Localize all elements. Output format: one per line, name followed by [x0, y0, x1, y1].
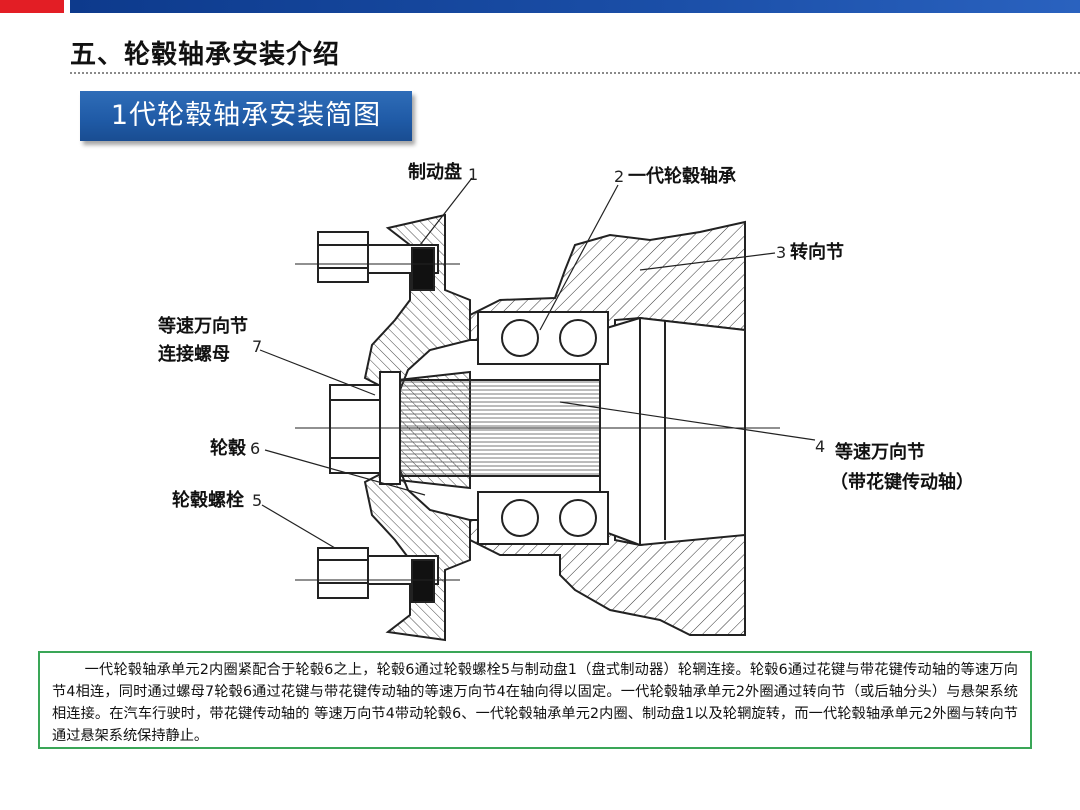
bearing-ball	[501, 319, 539, 357]
top-red-block	[0, 0, 64, 13]
center-nut	[329, 384, 381, 474]
bearing-ball	[559, 319, 597, 357]
cv-joint-housing	[599, 316, 746, 547]
label-bearing: 一代轮毂轴承	[628, 165, 737, 187]
label-hub: 轮毂	[210, 437, 246, 459]
title-divider	[70, 72, 1080, 74]
num-5: 5	[252, 491, 262, 510]
brake-disc-bottom	[363, 463, 471, 642]
label-cv-nut-2: 连接螺母	[158, 343, 230, 365]
bolt-bottom-head	[317, 547, 369, 599]
description-text: 一代轮毂轴承单元2内圈紧配合于轮毂6之上，轮毂6通过轮毂螺栓5与制动盘1（盘式制…	[52, 662, 1018, 744]
num-2: 2	[614, 167, 624, 186]
label-cv-joint-2: （带花键传动轴）	[830, 471, 974, 493]
section-banner: 1代轮毂轴承安装简图	[80, 91, 412, 141]
label-cv-joint-1: 等速万向节	[835, 441, 925, 463]
page-title: 五、轮毂轴承安装介绍	[70, 40, 341, 70]
label-knuckle: 转向节	[790, 241, 844, 263]
label-hub-bolt: 轮毂螺栓	[172, 489, 244, 511]
bolt-top-head	[317, 231, 369, 283]
description-box: 一代轮毂轴承单元2内圈紧配合于轮毂6之上，轮毂6通过轮毂螺栓5与制动盘1（盘式制…	[38, 651, 1032, 749]
num-4: 4	[815, 437, 825, 456]
brake-disc-top	[363, 213, 471, 397]
num-6: 6	[250, 439, 260, 458]
num-1: 1	[468, 165, 478, 184]
hub-bearing-diagram: 制动盘 1 2 一代轮毂轴承 3 转向节 等速万向节 连接螺母 7 轮毂 6 4…	[158, 161, 974, 642]
num-3: 3	[776, 243, 786, 262]
leader-lines	[259, 177, 816, 549]
num-7: 7	[252, 337, 262, 356]
label-brake-disc: 制动盘	[408, 161, 462, 183]
bearing-ball	[501, 499, 539, 537]
bearing-ball	[559, 499, 597, 537]
diagram-geometry	[295, 213, 780, 642]
top-blue-band	[70, 0, 1080, 13]
top-decor-bar	[0, 0, 1080, 13]
label-cv-nut-1: 等速万向节	[158, 315, 248, 337]
